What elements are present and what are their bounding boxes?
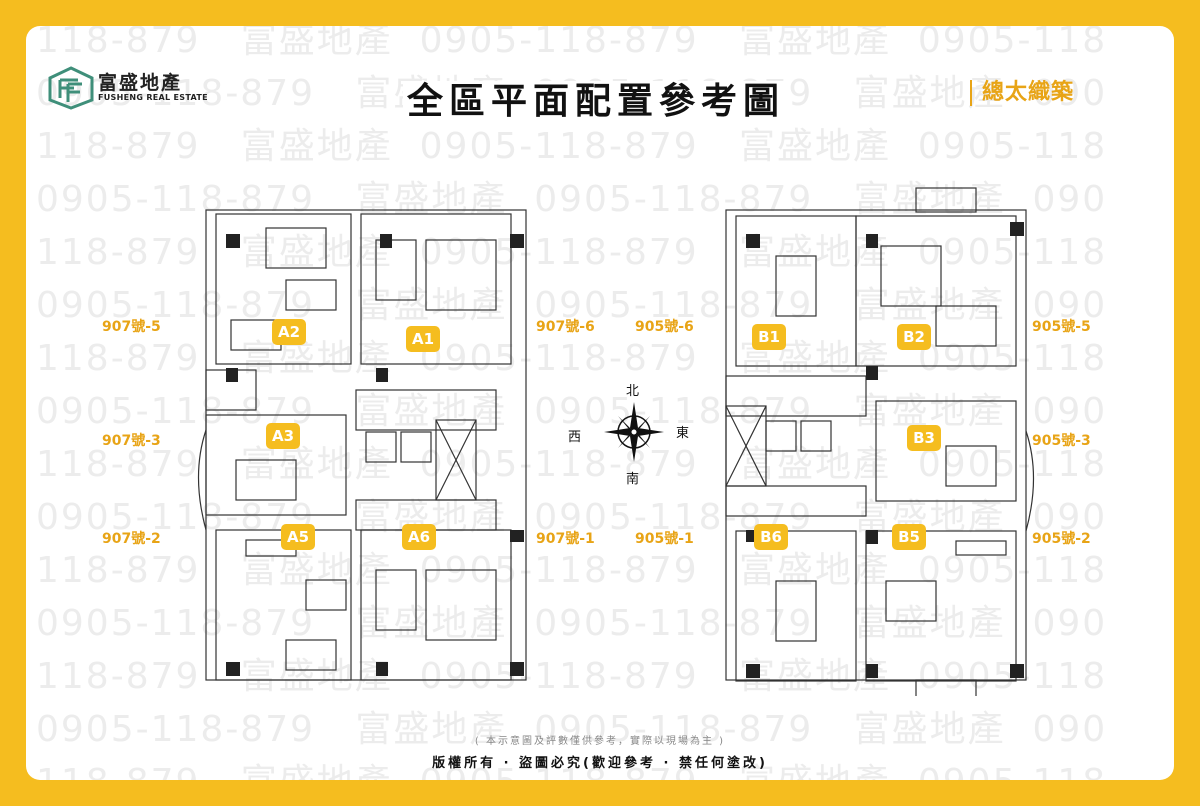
unit-label-a3: 907號-3	[102, 433, 161, 449]
unit-badge-a5: A5	[281, 524, 315, 550]
unit-label-a5: 907號-2	[102, 531, 161, 547]
unit-badge-b2: B2	[897, 324, 931, 350]
unit-badge-a1: A1	[406, 326, 440, 352]
builder-divider	[970, 80, 972, 106]
watermark-line: 0905-118-879 富盛地產 0905-118-879 富盛地產 090	[36, 603, 1108, 644]
unit-badge-b6: B6	[754, 524, 788, 550]
watermark-line: 118-879 富盛地產 0905-118-879 富盛地產 0905-118	[36, 656, 1108, 697]
footnote: ( 本示意圖及評數僅供參考，實際以現場為主 )	[474, 736, 726, 747]
compass-west: 西	[568, 430, 582, 445]
unit-badge-a3: A3	[266, 423, 300, 449]
unit-label-b1: 905號-6	[635, 319, 694, 335]
watermark-line: 0905-118-879 富盛地產 0905-118-879 富盛地產 090	[36, 285, 1108, 326]
watermark-line: 118-879 富盛地產 0905-118-879 富盛地產 0905-118	[36, 444, 1108, 485]
unit-label-b3: 905號-3	[1032, 433, 1091, 449]
watermark-line: 0905-118-879 富盛地產 0905-118-879 富盛地產 090	[36, 179, 1108, 220]
watermark-line: 118-879 富盛地產 0905-118-879 富盛地產 0905-118	[36, 756, 1107, 780]
watermark-line: 118-879 富盛地產 0905-118-879 富盛地產 0905-118	[36, 232, 1108, 273]
compass-south: 南	[626, 472, 640, 487]
builder-name: 總太織築	[970, 74, 1074, 106]
unit-badge-a2: A2	[272, 319, 306, 345]
unit-badge-b5: B5	[892, 524, 926, 550]
compass-east: 東	[676, 426, 690, 441]
unit-label-b6: 905號-1	[635, 531, 694, 547]
page-title: 全區平面配置參考圖	[346, 72, 846, 124]
unit-label-a1: 907號-6	[536, 319, 595, 335]
watermark-line: 0905-118-879 富盛地產 0905-118-879 富盛地產 090	[36, 391, 1108, 432]
watermark-line: 118-879 富盛地產 0905-118-879 富盛地產 0905-118	[36, 338, 1108, 379]
brand-name: 富盛地產	[98, 72, 183, 94]
builder-text: 總太織築	[982, 80, 1075, 105]
compass-rose-icon	[604, 402, 664, 462]
floorplan-card: 118-879 富盛地產 0905-118-879 富盛地產 0905-118 0…	[26, 26, 1174, 780]
watermark-line: 118-879 富盛地產 0905-118-879 富盛地產 0905-118	[36, 126, 1108, 167]
unit-label-b2: 905號-5	[1032, 319, 1091, 335]
unit-badge-a6: A6	[402, 524, 436, 550]
unit-label-a2: 907號-5	[102, 319, 161, 335]
floorplan-left	[197, 209, 527, 681]
unit-label-a6: 907號-1	[536, 531, 595, 547]
copyright-notice: 版權所有 · 盜圖必究(歡迎參考 · 禁任何塗改)	[432, 756, 768, 771]
page-title-text: 全區平面配置參考圖	[402, 81, 789, 122]
compass-north: 北	[626, 384, 640, 399]
unit-label-b5: 905號-2	[1032, 531, 1091, 547]
brand-subtitle: FUSHENG REAL ESTATE	[98, 93, 208, 102]
brand-logo-icon	[48, 66, 94, 110]
floorplan-right	[725, 187, 1035, 696]
watermark-line: 0905-118-879 富盛地產 0905-118-879 富盛地產 090	[36, 709, 1108, 750]
watermark-line: 118-879 富盛地產 0905-118-879 富盛地產 0905-118	[36, 26, 1108, 61]
unit-badge-b1: B1	[752, 324, 786, 350]
watermark-line: 118-879 富盛地產 0905-118-879 富盛地產 0905-118	[36, 550, 1108, 591]
watermark-line: 0905-118-879 富盛地產 0905-118-879 富盛地產 090	[36, 497, 1108, 538]
unit-badge-b3: B3	[907, 425, 941, 451]
brand-logo: 富盛地產 FUSHENG REAL ESTATE	[48, 66, 208, 110]
compass: 北 西 東 南	[568, 380, 689, 490]
